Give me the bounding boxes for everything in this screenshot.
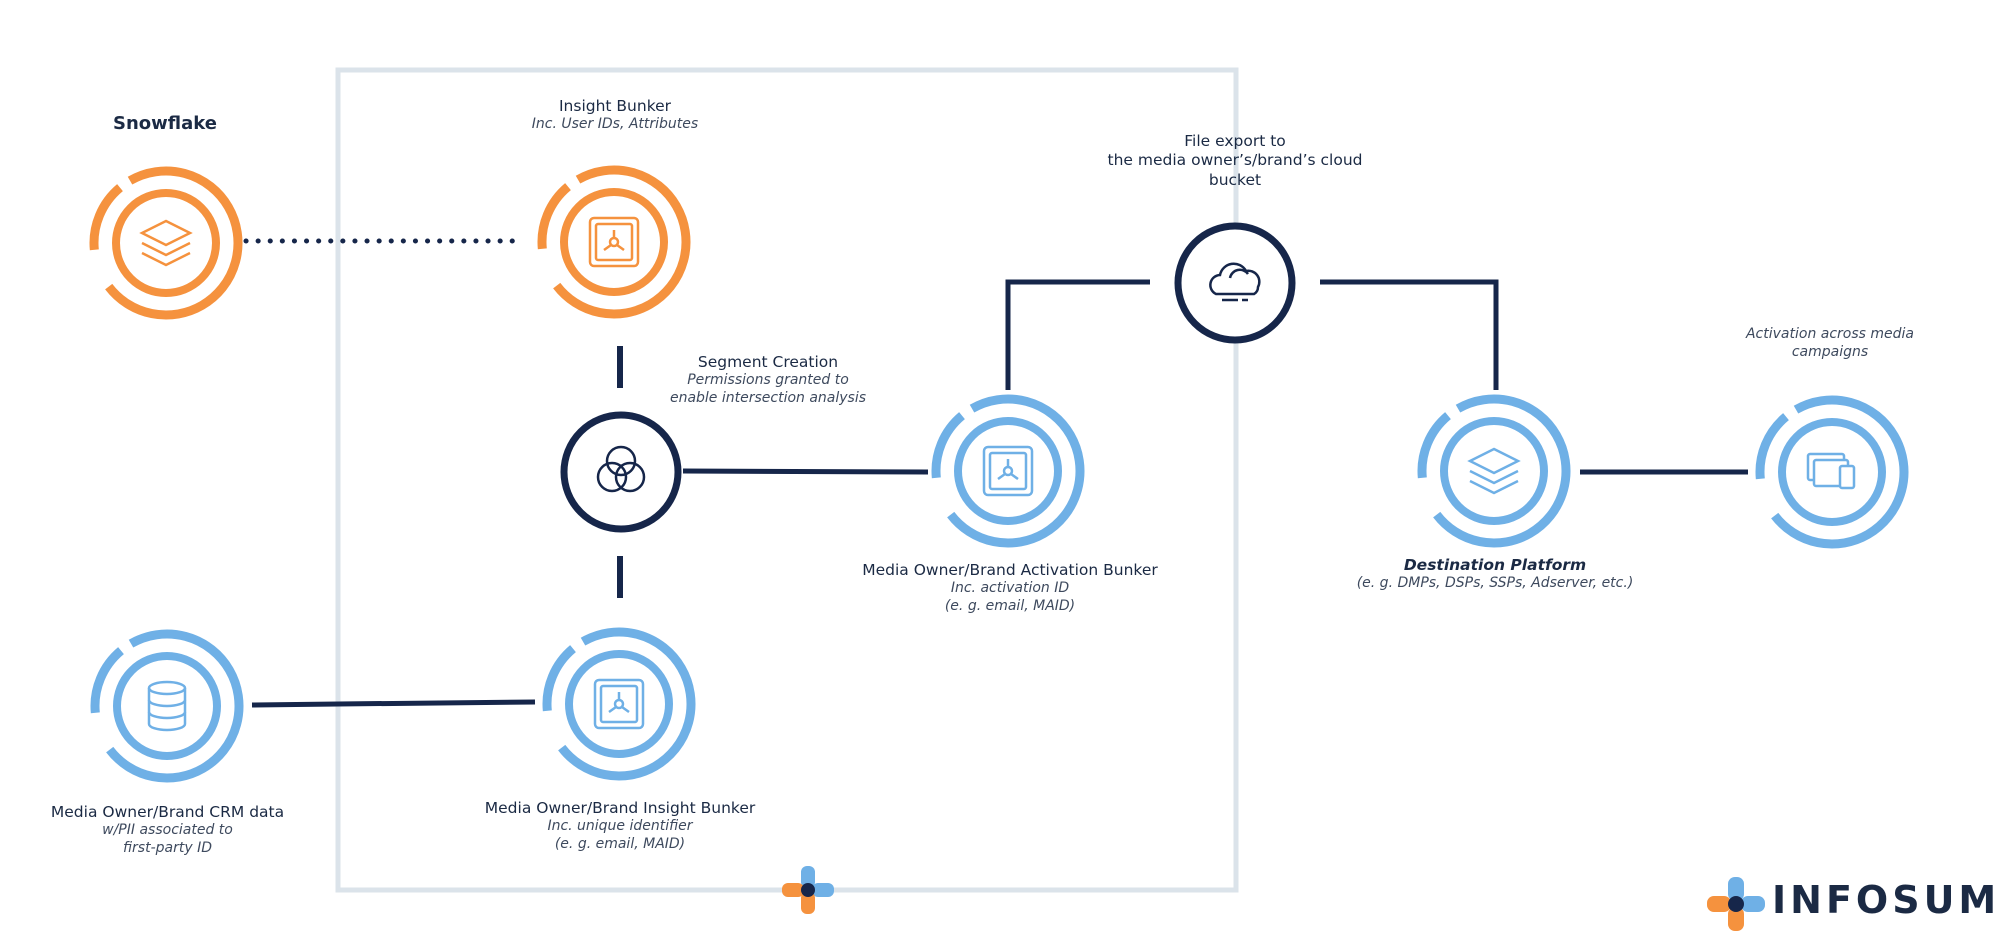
devices-icon — [1806, 452, 1856, 490]
file-export-line-3: bucket — [1208, 170, 1262, 189]
snowflake-node — [89, 166, 243, 320]
segment-creation-label: Segment Creation Permissions granted to … — [628, 353, 908, 407]
vault-icon — [593, 678, 645, 730]
venn-icon — [596, 445, 646, 493]
activation-bunker-subtitle-2: (e. g. email, MAID) — [944, 597, 1076, 614]
infosum-logo-text: INFOSUM — [1772, 878, 1999, 922]
activation-bunker-label: Media Owner/Brand Activation Bunker Inc.… — [845, 561, 1175, 615]
mo-insight-bunker-label: Media Owner/Brand Insight Bunker Inc. un… — [460, 799, 780, 853]
destination-platform-subtitle: (e. g. DMPs, DSPs, SSPs, Adserver, etc.) — [1356, 575, 1634, 592]
segment-creation-node — [560, 411, 682, 533]
mo-insight-bunker-node — [542, 627, 696, 781]
layers-icon — [1467, 447, 1521, 495]
crm-data-label: Media Owner/Brand CRM data w/PII associa… — [30, 803, 305, 857]
connector-crm-moinsight — [251, 699, 536, 708]
crm-data-subtitle-2: first-party ID — [123, 839, 212, 856]
mo-insight-bunker-title: Media Owner/Brand Insight Bunker — [484, 799, 756, 817]
vault-icon — [588, 216, 640, 268]
destination-platform-title: Destination Platform — [1403, 556, 1587, 574]
mo-insight-bunker-subtitle-1: Inc. unique identifier — [547, 818, 693, 835]
layers-icon — [139, 219, 193, 267]
destination-platform-node — [1417, 394, 1571, 548]
connector-segment-activation — [682, 468, 929, 475]
cloud-export-node — [1174, 222, 1296, 344]
activation-bunker-node — [931, 394, 1085, 548]
cloud-icon — [1209, 262, 1261, 302]
activation-bunker-subtitle-1: Inc. activation ID — [950, 580, 1070, 597]
connector-activation-cloud — [1005, 279, 1150, 390]
activation-campaigns-node — [1755, 395, 1909, 549]
destination-platform-label: Destination Platform (e. g. DMPs, DSPs, … — [1330, 556, 1660, 593]
infosum-mark-small — [782, 866, 834, 914]
snowflake-title: Snowflake — [113, 113, 217, 134]
insight-bunker-title: Insight Bunker — [558, 97, 672, 115]
insight-bunker-label: Insight Bunker Inc. User IDs, Attributes — [475, 97, 755, 134]
infosum-logo-mark — [1707, 877, 1765, 931]
segment-creation-subtitle-2: enable intersection analysis — [669, 389, 867, 406]
activation-campaigns-line-1: Activation across media — [1745, 326, 1915, 342]
crm-data-title: Media Owner/Brand CRM data — [50, 803, 285, 821]
file-export-label: File export to the media owner’s/brand’s… — [1090, 132, 1380, 190]
segment-creation-subtitle-1: Permissions granted to — [687, 372, 849, 389]
insight-bunker-node — [537, 165, 691, 319]
activation-campaigns-label: Activation across media campaigns — [1710, 326, 1950, 361]
crm-data-subtitle-1: w/PII associated to — [102, 822, 233, 839]
clean-room-frame — [335, 67, 1239, 893]
segment-creation-title: Segment Creation — [697, 353, 839, 371]
mo-insight-bunker-subtitle-2: (e. g. email, MAID) — [554, 835, 686, 852]
connector-cloud-destination — [1320, 279, 1499, 390]
insight-bunker-subtitle: Inc. User IDs, Attributes — [531, 116, 699, 133]
file-export-line-2: the media owner’s/brand’s cloud — [1107, 151, 1363, 170]
snowflake-label: Snowflake — [80, 113, 250, 136]
activation-bunker-title: Media Owner/Brand Activation Bunker — [862, 561, 1158, 579]
database-icon — [147, 680, 187, 732]
vault-icon — [982, 445, 1034, 497]
file-export-line-1: File export to — [1184, 132, 1286, 150]
activation-campaigns-line-2: campaigns — [1791, 343, 1869, 360]
crm-data-node — [90, 629, 244, 783]
